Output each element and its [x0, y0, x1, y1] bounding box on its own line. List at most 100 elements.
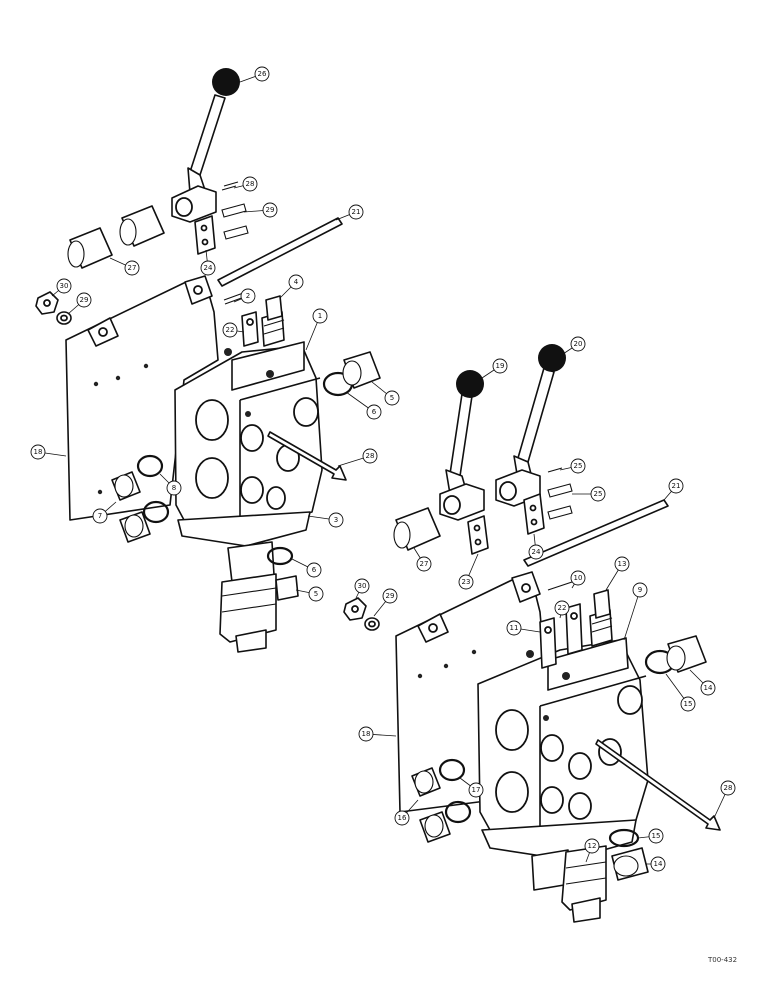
plug-oring-a-bottom: [266, 546, 299, 601]
callout-b24: 24: [528, 533, 544, 560]
callout-b12: 12: [584, 838, 600, 863]
callout-a7: 7: [92, 501, 117, 524]
callout-label: 27: [420, 560, 429, 568]
callout-label: 28: [724, 784, 733, 792]
control-lever-b2: [513, 344, 566, 481]
lever-knob-a: [212, 68, 240, 96]
callout-bubble: [30, 444, 46, 460]
callout-bubble: [632, 582, 648, 598]
callout-bubble: [382, 588, 398, 604]
callout-b30: 30: [354, 578, 370, 599]
callout-bubble: [262, 202, 278, 218]
clevises-b: [467, 493, 545, 555]
callout-label: 18: [362, 730, 371, 738]
callout-bubble: [240, 288, 256, 304]
callout-bubble: [362, 448, 378, 464]
callout-label: 17: [472, 786, 481, 794]
callout-b15b: 15: [637, 828, 664, 844]
callout-a6: 6: [345, 391, 382, 420]
callout-label: 11: [510, 624, 519, 632]
callout-label: 19: [496, 362, 505, 370]
callout-bubble: [614, 556, 630, 572]
rod-a: [217, 217, 343, 287]
callout-b27: 27: [413, 547, 432, 572]
callout-bubble: [312, 308, 328, 324]
callout-label: 18: [34, 448, 43, 456]
callout-bubble: [358, 726, 374, 742]
callout-bubble: [554, 600, 570, 616]
lever-hubs-b: [439, 469, 541, 521]
callout-label: 21: [352, 208, 361, 216]
callout-bubble: [700, 680, 716, 696]
callout-b10: 10: [570, 570, 586, 589]
callout-bubble: [124, 260, 140, 276]
callout-a2: 2: [233, 288, 256, 304]
callout-bubble: [242, 176, 258, 192]
callout-bubble: [720, 780, 736, 796]
lever-hub-a: [171, 185, 217, 223]
spool-eyes-b: [539, 581, 583, 669]
callout-bubble: [584, 838, 600, 854]
lever-knob-b2: [538, 344, 566, 372]
callout-bubble: [570, 336, 586, 352]
callout-bubble: [254, 66, 270, 82]
callout-a22: 22: [222, 322, 245, 338]
bushing-b: [393, 507, 441, 551]
bolt-b: [595, 739, 721, 831]
callout-bubble: [288, 274, 304, 290]
callout-label: 29: [80, 296, 89, 304]
callout-a28: 28: [233, 176, 258, 192]
callout-a6b: 6: [289, 557, 322, 578]
callout-label: 27: [128, 264, 137, 272]
callout-b25: 25: [559, 458, 586, 474]
callout-a21: 21: [335, 204, 364, 221]
callout-label: 29: [266, 206, 275, 214]
callout-b21: 21: [663, 478, 684, 501]
valve-body-a: [174, 341, 323, 547]
callout-label: 14: [654, 860, 663, 868]
callout-label: 24: [204, 264, 213, 272]
callout-b9: 9: [623, 582, 648, 641]
callout-bubble: [506, 620, 522, 636]
plug-oring-a-right: [322, 351, 381, 397]
callout-b25b: 25: [572, 486, 606, 502]
callout-a1: 1: [305, 308, 328, 351]
pins-a: [221, 181, 249, 240]
plugs-orings-a-left: [111, 454, 170, 543]
callout-leader: [623, 589, 641, 641]
callout-bubble: [394, 810, 410, 826]
plug-oring-b-right: [644, 635, 707, 675]
callout-label: 13: [618, 560, 627, 568]
callout-label: 1: [318, 312, 322, 320]
callout-bubble: [416, 556, 432, 572]
callout-bubble: [56, 278, 72, 294]
callout-label: 15: [684, 700, 693, 708]
valve-body-b: [477, 637, 649, 861]
spool-end-a: [219, 541, 277, 653]
callout-bubble: [92, 508, 108, 524]
callout-bubble: [468, 782, 484, 798]
callout-b23: 23: [458, 553, 479, 590]
callout-b14: 14: [689, 669, 716, 696]
callout-bubble: [590, 486, 606, 502]
callout-label: 28: [246, 180, 255, 188]
callout-bubble: [570, 570, 586, 586]
callout-label: 9: [638, 586, 642, 594]
figure-reference-code: T00-432: [707, 956, 737, 964]
callout-b13: 13: [605, 556, 630, 591]
callout-b28: 28: [713, 780, 736, 819]
rod-b: [523, 499, 669, 567]
callout-a29b: 29: [67, 292, 92, 315]
callout-a29: 29: [243, 202, 278, 218]
callout-label: 5: [390, 394, 394, 402]
nut-washer-b: [343, 597, 380, 631]
callout-a28b: 28: [337, 448, 378, 467]
callout-bubble: [384, 390, 400, 406]
spool-ends-b: [531, 845, 607, 923]
callout-bubble: [348, 204, 364, 220]
callout-bubble: [166, 480, 182, 496]
callout-label: 6: [312, 566, 317, 574]
callout-label: 30: [60, 282, 69, 290]
callout-label: 29: [386, 592, 395, 600]
